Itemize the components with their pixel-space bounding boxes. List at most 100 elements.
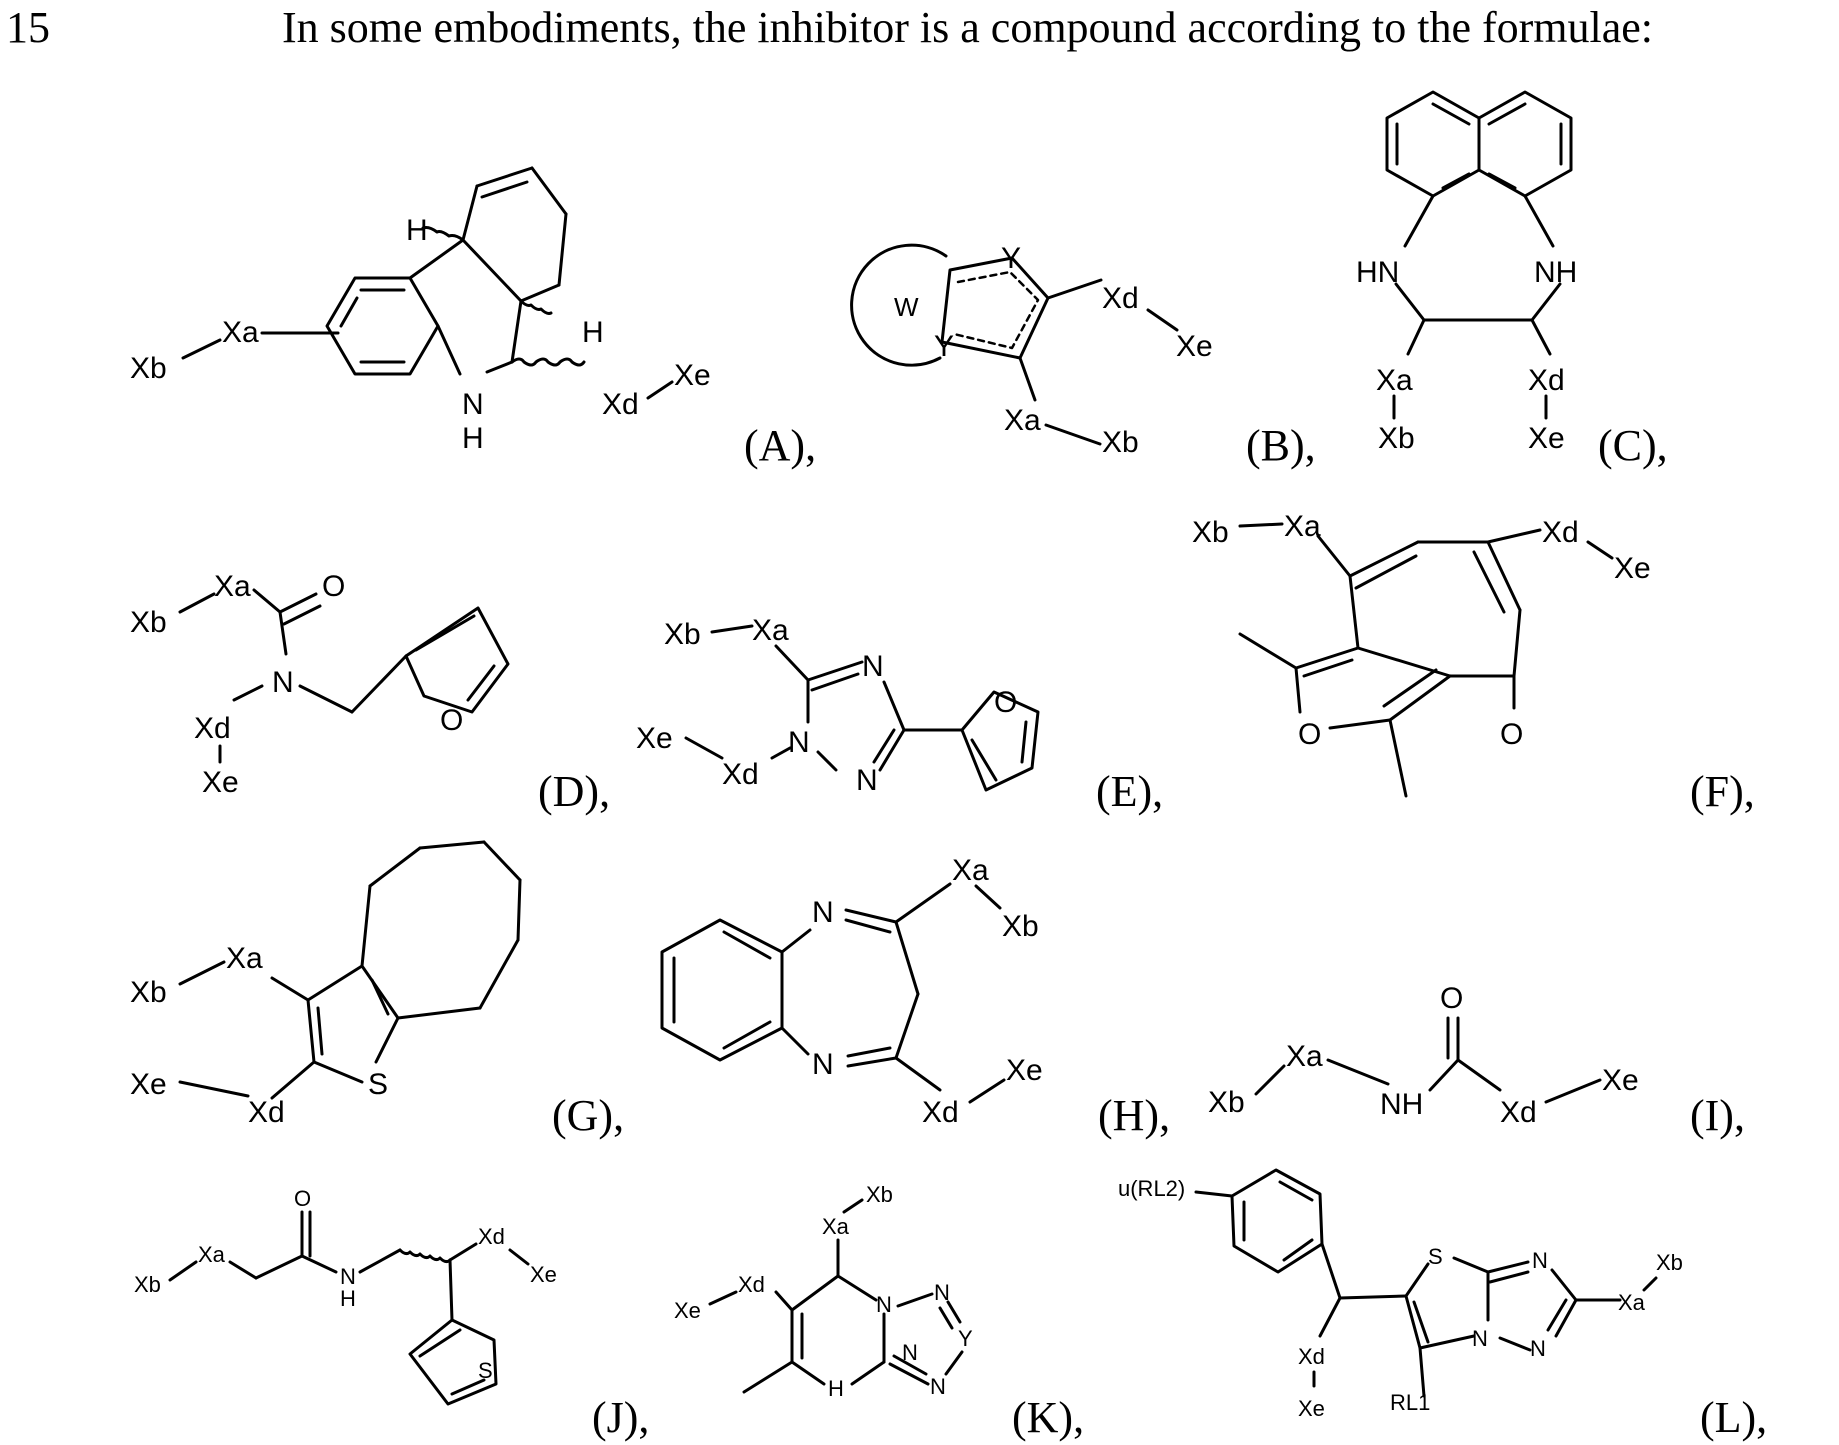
- atom-label-xa: Xa: [1284, 510, 1321, 543]
- atom-label-xb: Xb: [1378, 422, 1415, 455]
- atom-label-xe: Xe: [530, 1262, 557, 1287]
- atom-label-nh: NH: [1534, 256, 1577, 289]
- atom-label-xd: Xd: [738, 1272, 765, 1297]
- structure-f: Xb Xa Xd Xe O O: [1192, 510, 1755, 816]
- atom-label-xb: Xb: [1192, 516, 1229, 549]
- atom-label-xa: Xa: [952, 854, 989, 887]
- atom-label-nh: H: [462, 422, 484, 455]
- caption-i: (I),: [1690, 1091, 1745, 1140]
- atom-label-xa: Xa: [1004, 404, 1041, 437]
- atom-label-xe: Xe: [1298, 1396, 1325, 1421]
- atom-label-xe: Xe: [636, 722, 673, 755]
- atom-label-xd: Xd: [248, 1096, 285, 1129]
- atom-label-n3: N: [1530, 1336, 1546, 1361]
- caption-h: (H),: [1098, 1091, 1170, 1140]
- atom-label-n2: N: [812, 1048, 834, 1081]
- atom-label-xe: Xe: [1528, 422, 1565, 455]
- atom-label-xa: Xa: [198, 1242, 226, 1267]
- atom-label-xd: Xd: [194, 712, 231, 745]
- caption-e: (E),: [1096, 767, 1163, 816]
- structure-c: HN NH Xa Xb Xd Xe (C),: [1356, 92, 1668, 470]
- atom-label-xe: Xe: [1176, 330, 1213, 363]
- structure-j: Xb Xa O N H Xd Xe S (J),: [134, 1186, 649, 1442]
- caption-f: (F),: [1690, 767, 1755, 816]
- atom-label-xa: Xa: [752, 614, 789, 647]
- atom-label-xe: Xe: [674, 1298, 701, 1323]
- atom-label-o1: O: [1298, 718, 1321, 751]
- atom-label-xb: Xb: [130, 352, 167, 385]
- atom-label-xb: Xb: [1002, 910, 1039, 943]
- structure-a: Xb Xa N H H: [130, 168, 816, 470]
- structure-k: Xb Xa Xe Xd H N N Y N: [674, 1182, 1084, 1442]
- atom-label-xd: Xd: [1102, 282, 1139, 315]
- atom-label-s: S: [368, 1068, 388, 1101]
- atom-label-o: O: [994, 686, 1017, 719]
- structure-e: Xb Xa N N N Xe Xd O (E),: [636, 614, 1163, 816]
- atom-label-n1: N: [812, 896, 834, 929]
- caption-j: (J),: [592, 1393, 649, 1442]
- atom-label-o: O: [294, 1186, 311, 1211]
- atom-label-xe: Xe: [1614, 552, 1651, 585]
- atom-label-xa: Xa: [822, 1214, 850, 1239]
- atom-label-y: Y: [958, 1326, 973, 1351]
- atom-label-n2: N: [1472, 1326, 1488, 1351]
- atom-label-o: O: [322, 570, 345, 603]
- atom-label-o2: O: [1500, 718, 1523, 751]
- atom-label-xb: Xb: [130, 606, 167, 639]
- atom-label-n: N: [272, 666, 294, 699]
- caption-a: (A),: [744, 421, 816, 470]
- caption-l: (L),: [1700, 1393, 1767, 1442]
- atom-label-xb: Xb: [134, 1272, 161, 1297]
- atom-label-n4: N: [902, 1340, 918, 1365]
- atom-label-hn: HN: [1356, 256, 1399, 289]
- atom-label-xd: Xd: [722, 758, 759, 791]
- atom-label-s: S: [478, 1358, 493, 1383]
- atom-label-n: N: [462, 388, 484, 421]
- atom-label-n2: N: [856, 764, 878, 797]
- atom-label-h2: H: [582, 316, 604, 349]
- atom-label-n3: N: [930, 1374, 946, 1399]
- atom-label-xd: Xd: [1542, 516, 1579, 549]
- atom-label-xd: Xd: [478, 1224, 505, 1249]
- atom-label-xe: Xe: [202, 766, 239, 799]
- atom-label-xa: Xa: [214, 570, 251, 603]
- atom-label-o2: O: [440, 704, 463, 737]
- atom-label-h: H: [340, 1286, 356, 1311]
- atom-label-n1: N: [876, 1292, 892, 1317]
- caption-b: (B),: [1246, 421, 1316, 470]
- atom-label-h: H: [828, 1376, 844, 1401]
- caption-k: (K),: [1012, 1393, 1084, 1442]
- atom-label-rl1: RL1: [1390, 1390, 1430, 1415]
- atom-label-xb: Xb: [866, 1182, 893, 1207]
- atom-label-o: O: [1440, 982, 1463, 1015]
- caption-g: (G),: [552, 1091, 624, 1140]
- atom-label-xe: Xe: [1602, 1064, 1639, 1097]
- atom-label-xe: Xe: [674, 359, 711, 392]
- atom-label-xb: Xb: [1208, 1086, 1245, 1119]
- structure-l: u(RL2) Xd Xe S N RL1: [1118, 1170, 1767, 1442]
- atom-label-xd: Xd: [602, 388, 639, 421]
- structure-d: Xb Xa O N Xd Xe O (D),: [130, 570, 610, 816]
- structure-g: Xb Xa S Xe Xd (G),: [130, 842, 624, 1140]
- structure-b: W Y Y Xd Xe Xa Xb (B),: [852, 242, 1316, 470]
- atom-label-h1: H: [406, 214, 428, 247]
- atom-label-xd: Xd: [1298, 1344, 1325, 1369]
- caption-d: (D),: [538, 767, 610, 816]
- atom-label-xa: Xa: [226, 942, 263, 975]
- atom-label-xa: Xa: [1286, 1040, 1323, 1073]
- atom-label-y1: Y: [1001, 242, 1021, 275]
- atom-label-xb: Xb: [1656, 1250, 1683, 1275]
- atom-label-s: S: [1428, 1244, 1443, 1269]
- atom-label-nh: NH: [1380, 1088, 1423, 1121]
- atom-label-xd: Xd: [1500, 1096, 1537, 1129]
- atom-label-xe: Xe: [1006, 1054, 1043, 1087]
- atom-label-xb: Xb: [664, 618, 701, 651]
- atom-label-n1: N: [1532, 1248, 1548, 1273]
- atom-label-xa: Xa: [222, 316, 259, 349]
- atom-label-xb: Xb: [130, 976, 167, 1009]
- atom-label-n3: N: [788, 726, 810, 759]
- structure-i: Xb Xa NH O Xd Xe (I),: [1208, 982, 1745, 1140]
- caption-c: (C),: [1598, 421, 1668, 470]
